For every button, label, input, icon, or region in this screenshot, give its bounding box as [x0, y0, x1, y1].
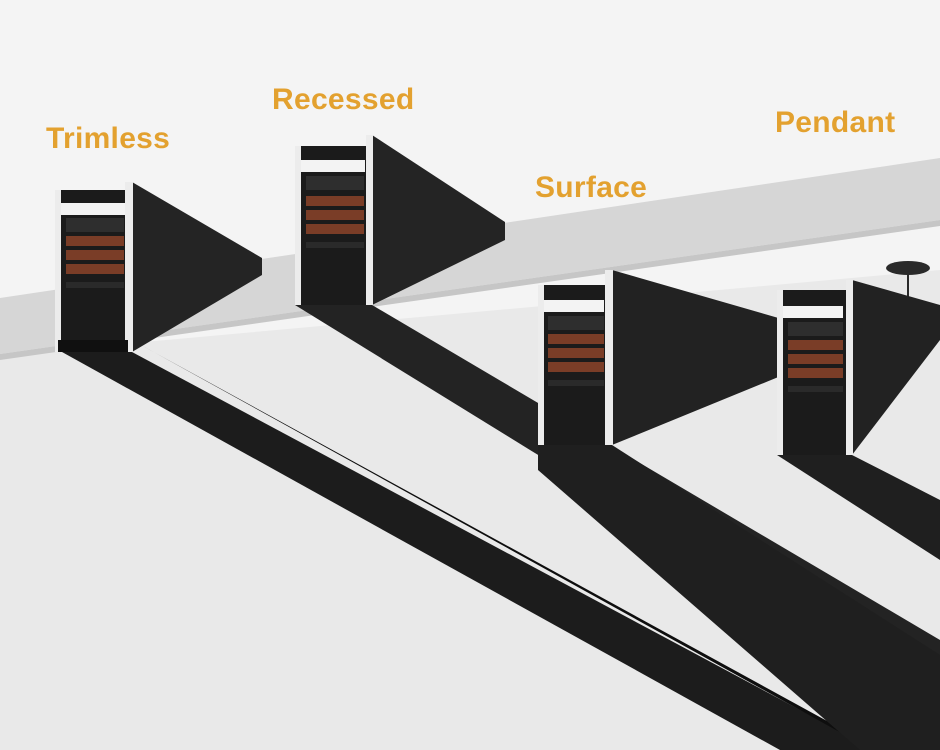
recessed-profile [295, 135, 505, 305]
pendant-profile [777, 261, 940, 455]
label-surface: Surface [535, 171, 648, 204]
label-recessed: Recessed [272, 83, 415, 116]
ceiling-slab-edge [0, 220, 940, 360]
label-pendant: Pendant [775, 106, 896, 139]
trimless-profile [55, 182, 262, 352]
trimless-channel [62, 352, 875, 750]
pendant-canopy [886, 261, 930, 275]
surface-profile [538, 270, 820, 445]
pendant-channel [777, 455, 940, 560]
label-trimless: Trimless [46, 122, 171, 155]
surface-channel [538, 445, 940, 750]
